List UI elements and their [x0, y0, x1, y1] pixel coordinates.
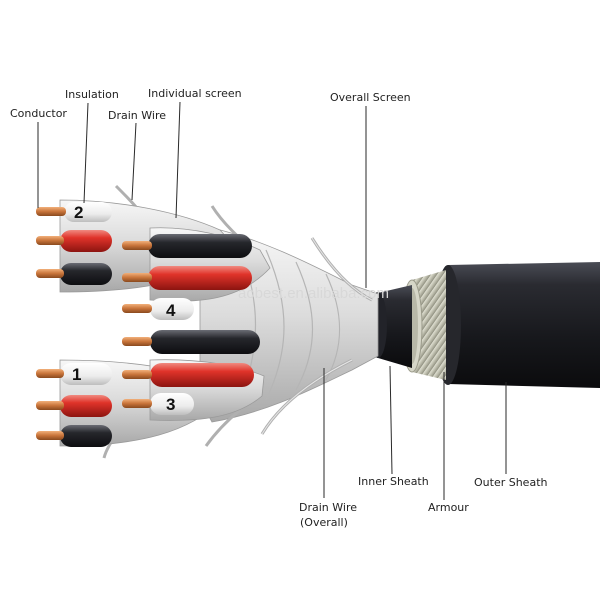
- conductor: [36, 431, 64, 440]
- conductor: [122, 304, 152, 313]
- drain-wire-leader: [131, 122, 137, 201]
- black-core: [150, 330, 260, 354]
- conductor: [36, 269, 64, 278]
- conductor: [36, 401, 64, 410]
- white-core: [150, 393, 194, 415]
- label-drain-wire-overall-1: Drain Wire: [299, 501, 357, 514]
- label-drain-wire-overall-2: (Overall): [300, 516, 348, 529]
- individual-screen-leader: [175, 101, 181, 219]
- conductor: [36, 236, 64, 245]
- black-core: [60, 425, 112, 447]
- label-drain-wire: Drain Wire: [108, 109, 166, 122]
- white-core: [64, 202, 112, 222]
- conductor: [122, 337, 152, 346]
- red-core: [150, 363, 254, 387]
- watermark: aobest.en.alibaba.com: [238, 285, 389, 302]
- pair-number-2: 2: [74, 203, 83, 222]
- outer-sheath: [435, 262, 600, 388]
- conductor: [122, 241, 152, 250]
- conductor: [122, 273, 152, 282]
- leader-lines: [37, 101, 507, 500]
- label-individual-screen: Individual screen: [148, 87, 242, 100]
- white-core: [150, 298, 194, 320]
- conductor: [122, 399, 152, 408]
- red-core: [60, 395, 112, 417]
- label-armour: Armour: [428, 501, 469, 514]
- inner-sheath-leader: [389, 365, 393, 475]
- insulation-leader: [83, 102, 89, 204]
- conductor: [36, 369, 64, 378]
- label-insulation: Insulation: [65, 88, 119, 101]
- label-overall-screen: Overall Screen: [330, 91, 411, 104]
- white-core: [60, 363, 112, 385]
- red-core: [148, 266, 252, 290]
- pair-number-1: 1: [72, 365, 81, 384]
- black-core: [148, 234, 252, 258]
- red-core: [60, 230, 112, 252]
- black-core: [60, 263, 112, 285]
- labels: Conductor Insulation Drain Wire Individu…: [10, 87, 548, 529]
- label-inner-sheath: Inner Sheath: [358, 475, 429, 488]
- pair-number-4: 4: [166, 301, 176, 320]
- conductor: [122, 370, 152, 379]
- pair-4: 4: [122, 227, 271, 354]
- label-conductor: Conductor: [10, 107, 67, 120]
- overall-drain-wire: [260, 237, 373, 435]
- pair-3: 3: [122, 359, 265, 421]
- label-outer-sheath: Outer Sheath: [474, 476, 548, 489]
- conductor: [36, 207, 66, 216]
- pair-number-3: 3: [166, 395, 175, 414]
